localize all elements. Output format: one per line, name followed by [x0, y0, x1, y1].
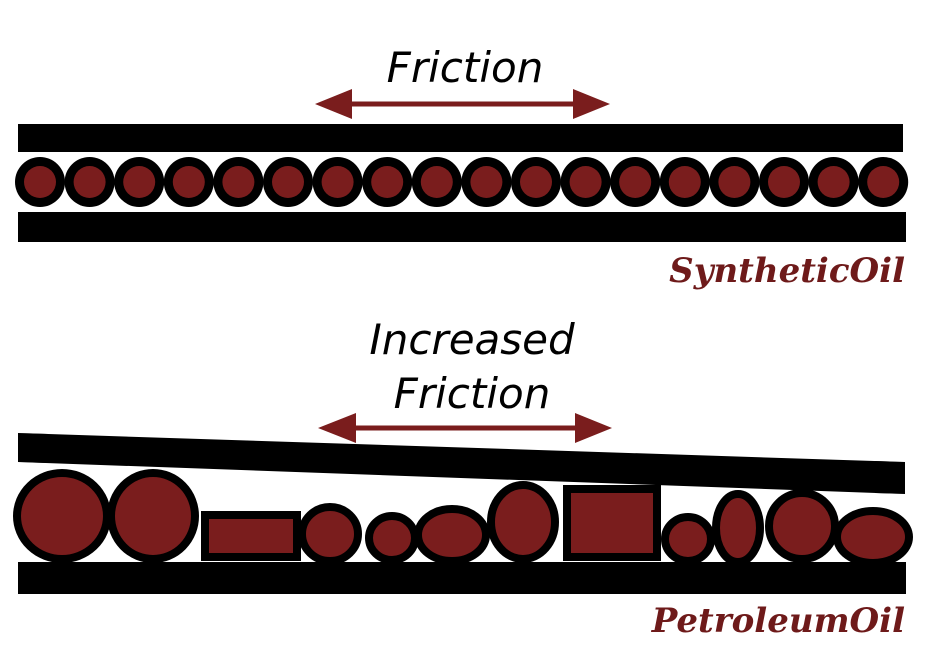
- petroleum-molecule-row: [13, 469, 913, 567]
- petroleum-friction-label-line2: Friction: [394, 369, 551, 418]
- petroleum-molecule: [833, 507, 913, 567]
- synthetic-bottom-plate: [18, 212, 906, 242]
- synthetic-oil-label: SyntheticOil: [669, 251, 905, 291]
- synthetic-molecule: [709, 157, 760, 207]
- petroleum-molecule: [13, 469, 111, 563]
- synthetic-friction-label: Friction: [387, 43, 544, 92]
- petroleum-oil-panel: Increased Friction PetroleumOil: [13, 315, 913, 641]
- petroleum-molecule: [107, 469, 199, 563]
- synthetic-molecule: [560, 157, 611, 207]
- petroleum-molecule: [712, 490, 764, 566]
- synthetic-molecule: [114, 157, 165, 207]
- petroleum-molecule: [661, 513, 715, 565]
- synthetic-top-plate: [18, 124, 903, 152]
- synthetic-molecule-row: [15, 157, 909, 207]
- synthetic-molecule: [163, 157, 214, 207]
- petroleum-top-plate: [18, 433, 905, 494]
- petroleum-molecule-block: [563, 485, 661, 561]
- synthetic-molecule: [213, 157, 264, 207]
- petroleum-molecule: [765, 489, 839, 563]
- synthetic-molecule: [312, 157, 363, 207]
- petroleum-molecule-block: [201, 511, 301, 561]
- petroleum-molecule: [365, 512, 419, 564]
- synthetic-molecule: [659, 157, 710, 207]
- synthetic-oil-panel: Friction SyntheticOil: [15, 43, 909, 291]
- synthetic-molecule: [15, 157, 65, 207]
- synthetic-molecule: [610, 157, 661, 207]
- petroleum-bottom-plate: [18, 562, 906, 594]
- synthetic-molecule: [759, 157, 809, 207]
- synthetic-molecule: [808, 157, 859, 207]
- petroleum-molecule: [414, 505, 490, 565]
- synthetic-molecule: [263, 157, 313, 207]
- petroleum-oil-label: PetroleumOil: [651, 601, 905, 641]
- petroleum-friction-label-line1: Increased: [369, 315, 575, 364]
- synthetic-molecule: [511, 157, 561, 207]
- synthetic-friction-arrow: [315, 89, 610, 119]
- petroleum-molecule: [487, 481, 559, 563]
- petroleum-friction-arrow: [318, 413, 612, 443]
- synthetic-molecule: [858, 157, 909, 207]
- synthetic-molecule: [461, 157, 512, 207]
- synthetic-molecule: [362, 157, 413, 207]
- synthetic-molecule: [64, 157, 115, 207]
- synthetic-molecule: [411, 157, 462, 207]
- petroleum-molecule: [298, 503, 362, 565]
